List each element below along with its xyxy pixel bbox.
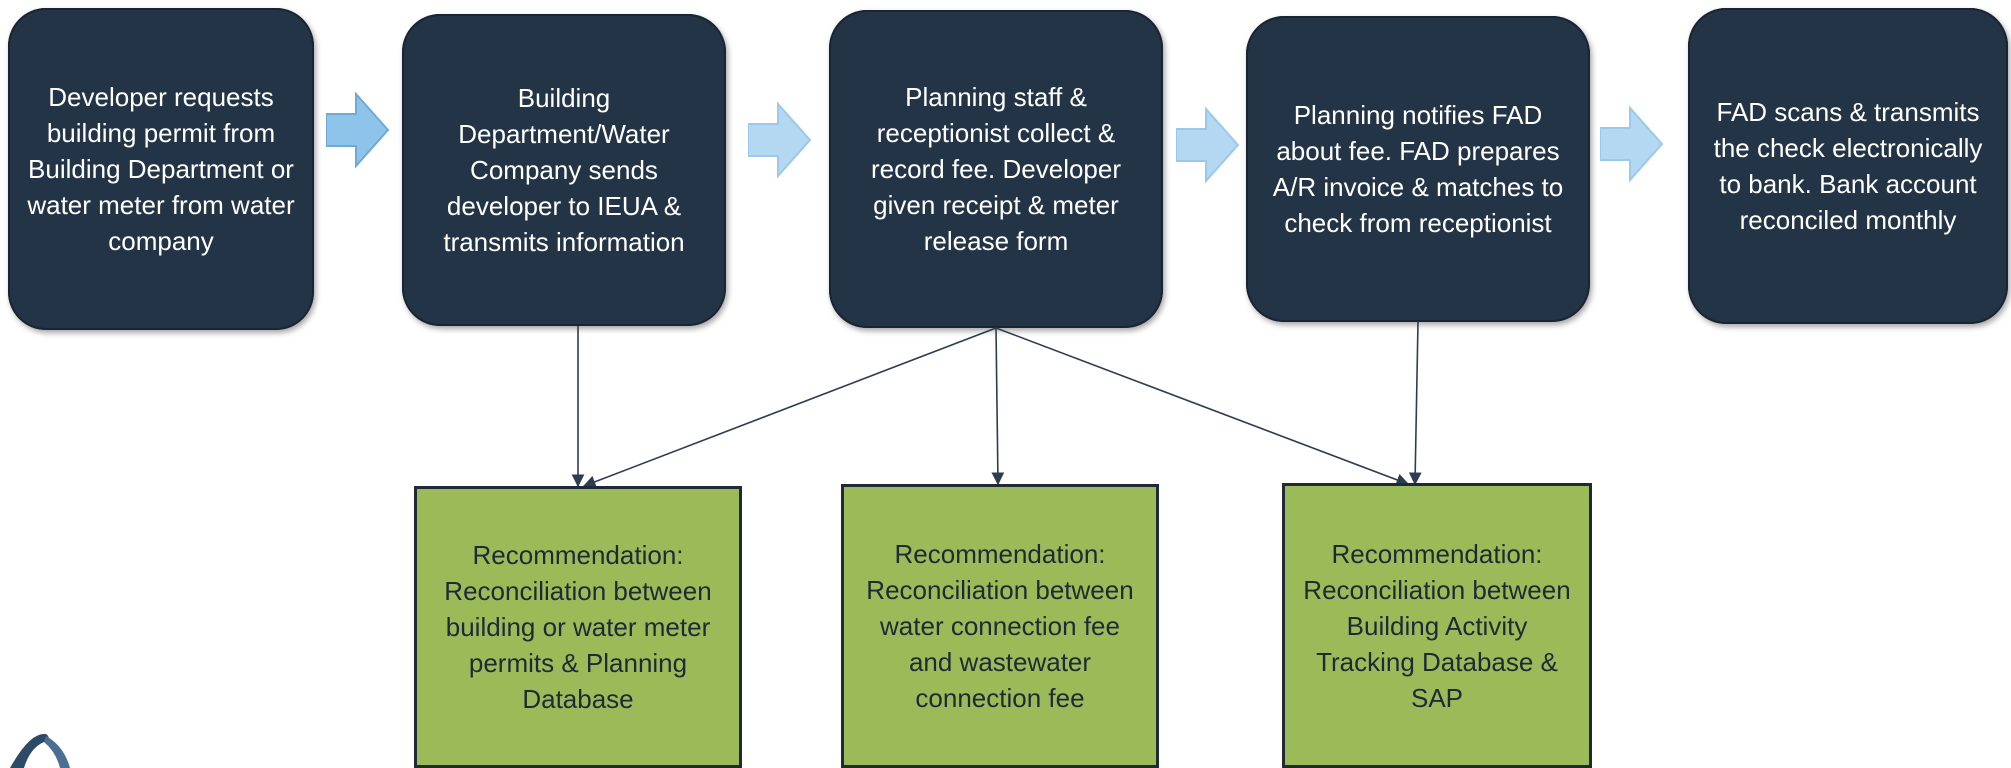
flow-arrow-icon <box>1176 106 1240 184</box>
process-step-planning-notifies-fad: Planning notifies FAD about fee. FAD pre… <box>1246 16 1590 322</box>
connector-line <box>1408 321 1422 486</box>
process-step-text: Building Department/Water Company sends … <box>443 83 685 257</box>
process-step-text: FAD scans & transmits the check electron… <box>1713 97 1983 235</box>
process-step-building-department: Building Department/Water Company sends … <box>402 14 726 326</box>
flow-arrow-icon <box>1600 105 1664 183</box>
flow-arrow-icon <box>326 91 390 169</box>
recommendation-text: Recommendation: Reconciliation between B… <box>1303 538 1571 713</box>
process-step-planning-collect-fee: Planning staff & receptionist collect & … <box>829 10 1163 328</box>
flow-arrow-icon <box>748 101 812 179</box>
process-step-fad-scans-check: FAD scans & transmits the check electron… <box>1688 8 2008 324</box>
process-step-text: Developer requests building permit from … <box>27 82 295 256</box>
connector-line <box>991 327 1005 486</box>
connector-line <box>995 327 1410 486</box>
process-step-developer-request: Developer requests building permit from … <box>8 8 314 330</box>
connector-line <box>582 327 997 488</box>
recommendation-box-tracking-sap: Recommendation: Reconciliation between B… <box>1282 483 1592 768</box>
process-step-text: Planning staff & receptionist collect & … <box>870 82 1122 256</box>
recommendation-text: Recommendation: Reconciliation between w… <box>866 539 1134 713</box>
recommendation-text: Recommendation: Reconciliation between b… <box>444 540 712 714</box>
process-step-text: Planning notifies FAD about fee. FAD pre… <box>1272 100 1564 238</box>
logo-icon <box>10 733 70 768</box>
recommendation-box-connection-fees: Recommendation: Reconciliation between w… <box>841 484 1159 768</box>
recommendation-box-permits-planning: Recommendation: Reconciliation between b… <box>414 486 742 768</box>
